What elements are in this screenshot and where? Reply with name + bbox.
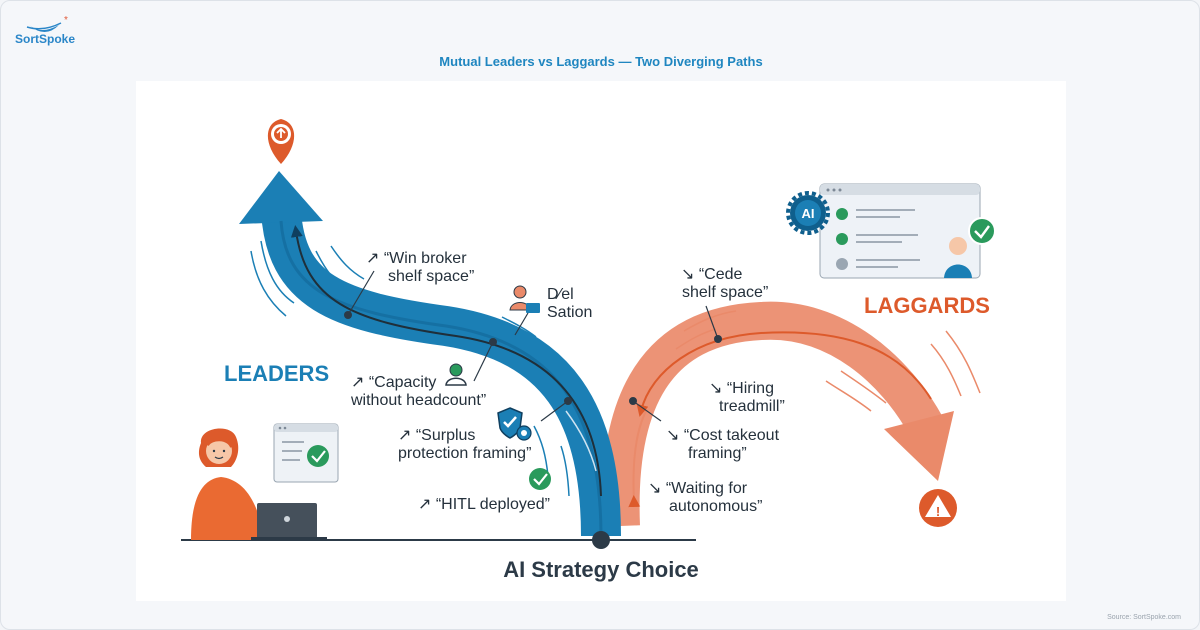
woman-at-laptop-illustration xyxy=(191,428,327,540)
leaders-label: LEADERS xyxy=(224,361,329,386)
laggard-arrowhead xyxy=(884,411,954,481)
warning-icon: ! xyxy=(919,489,957,527)
sortspoke-logo: * xyxy=(26,15,68,32)
leader-callouts: ↗ “Win broker shelf space” D⁄el Sation ↗… xyxy=(350,250,592,513)
svg-text:AI: AI xyxy=(802,206,815,221)
callout-capacity-2: without headcount” xyxy=(350,392,486,409)
approved-doc-card xyxy=(273,423,339,483)
callout-cede-1: ↘ “Cede xyxy=(681,266,743,283)
brand-name: SortSpoke xyxy=(15,32,76,46)
callout-waiting-2: autonomous” xyxy=(669,498,762,515)
callout-win-broker-1: ↗ “Win broker xyxy=(366,250,467,267)
location-pin-icon xyxy=(267,119,295,164)
leader-connectors xyxy=(344,270,572,422)
callout-hitl: ↗ “HITL deployed” xyxy=(418,496,550,513)
page-title: Mutual Leaders vs Laggards — Two Divergi… xyxy=(439,54,763,69)
callout-cede-2: shelf space” xyxy=(682,284,768,301)
ai-dashboard-card xyxy=(819,183,981,279)
laggard-connectors xyxy=(629,305,722,422)
leader-arrowhead xyxy=(239,171,323,224)
callout-waiting-1: ↘ “Waiting for xyxy=(648,480,748,497)
callout-hiring-2: treadmill” xyxy=(719,398,785,415)
shield-check-icon xyxy=(497,407,532,441)
callout-capacity-1: ↗ “Capacity xyxy=(351,374,436,391)
laggards-label: LAGGARDS xyxy=(864,293,990,318)
svg-text:!: ! xyxy=(936,504,940,519)
diagram-panel: AI ! LEADERS ↗ “Win broker shelf space” … xyxy=(136,81,1066,601)
person-laptop-icon xyxy=(509,285,540,313)
source-credit: Source: SortSpoke.com xyxy=(1107,614,1181,621)
callout-hiring-1: ↘ “Hiring xyxy=(709,380,774,397)
green-check-icon xyxy=(529,468,551,490)
dashboard-check-icon xyxy=(968,217,996,245)
callout-win-broker-2: shelf space” xyxy=(388,268,474,285)
svg-text:*: * xyxy=(64,15,68,26)
callout-surplus-2: protection framing” xyxy=(398,445,531,462)
callout-cost-1: ↘ “Cost takeout xyxy=(666,427,780,444)
laggard-path xyxy=(601,301,981,527)
green-person-icon xyxy=(445,363,467,386)
ai-strategy-choice-label: AI Strategy Choice xyxy=(503,557,699,582)
ai-gear-icon: AI xyxy=(786,191,830,235)
strategy-node xyxy=(592,531,610,549)
diagram-canvas: AI ! LEADERS ↗ “Win broker shelf space” … xyxy=(181,119,996,582)
callout-dl-1: D⁄el xyxy=(547,286,574,303)
laggard-callouts: ↘ “Cede shelf space” ↘ “Hiring treadmill… xyxy=(648,266,785,515)
callout-cost-2: framing” xyxy=(688,445,747,462)
callout-surplus-1: ↗ “Surplus xyxy=(398,427,475,444)
callout-dl-2: Sation xyxy=(547,304,592,321)
